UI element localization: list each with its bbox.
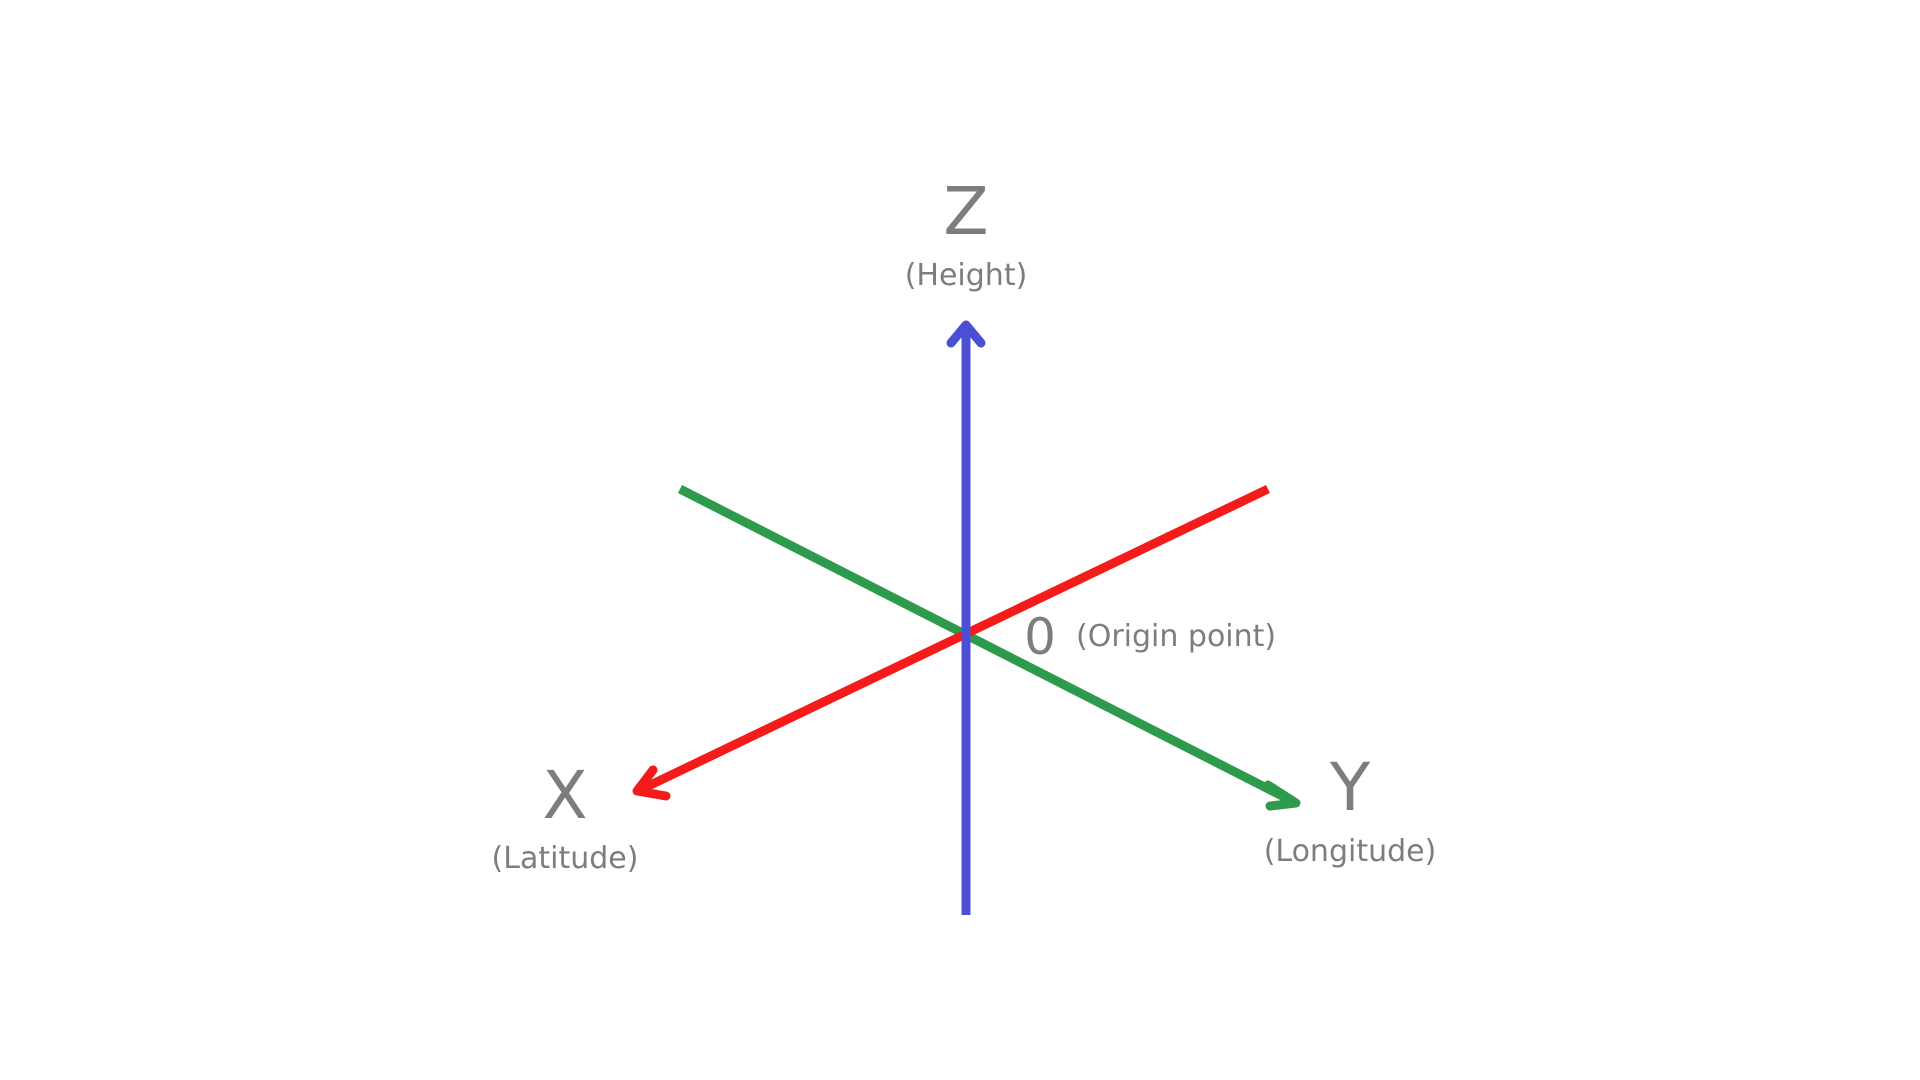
z-axis-arrowhead	[946, 320, 986, 348]
y-axis-caption: (Longitude)	[1264, 834, 1437, 869]
origin-label: 0	[1024, 608, 1056, 666]
origin-caption: (Origin point)	[1076, 619, 1276, 654]
x-axis-caption: (Latitude)	[492, 841, 639, 876]
y-axis-label: Y	[1329, 749, 1371, 826]
x-axis-line	[638, 484, 1270, 795]
z-axis-label: Z	[943, 173, 988, 250]
z-axis-caption: (Height)	[905, 258, 1028, 293]
x-axis-arrowhead	[632, 765, 671, 801]
y-axis-line	[677, 484, 1295, 806]
x-axis-label: X	[542, 757, 587, 834]
y-axis-arrowhead	[1263, 780, 1301, 811]
